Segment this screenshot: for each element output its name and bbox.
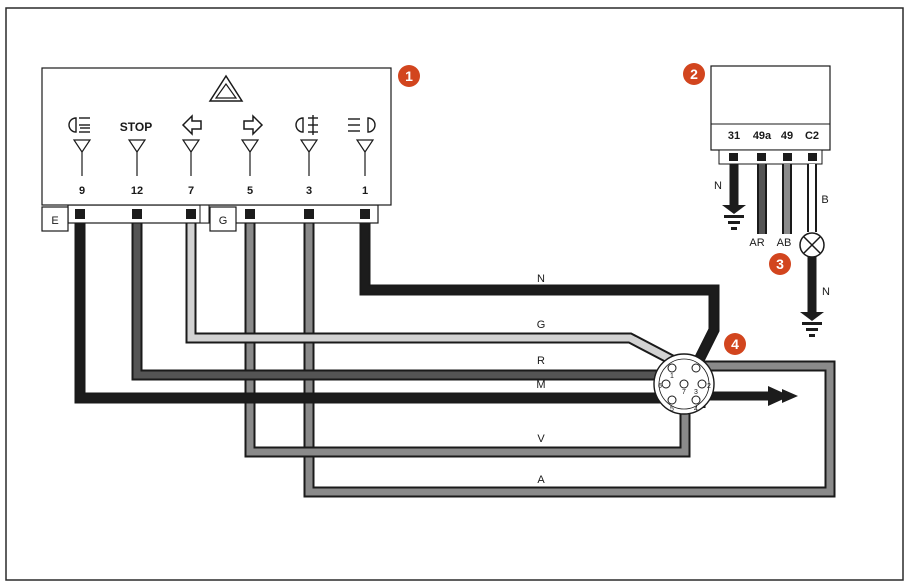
relay-pin-31: 31 (728, 130, 740, 142)
svg-text:1: 1 (405, 68, 413, 84)
wire-R (131, 212, 668, 381)
badge-1: 1 (398, 65, 420, 87)
socket-pin-7: 7 (682, 389, 686, 396)
wire-label-A: A (537, 474, 545, 486)
pin-label-1: 1 (362, 185, 368, 197)
relay-wire-N (722, 164, 746, 230)
stop-label: STOP (120, 120, 152, 134)
lamp-icon (799, 232, 825, 258)
svg-text:4: 4 (731, 336, 739, 352)
badge-4: 4 (724, 333, 746, 355)
headlight-icon (348, 117, 376, 133)
wire-G (185, 212, 675, 365)
relay-pin-numbers: 31 49a 49 C2 (728, 130, 819, 142)
rear-fog-icon (68, 117, 90, 133)
socket-pin-2: 2 (707, 383, 711, 390)
connector-tag-E (41, 206, 69, 232)
relay-wire-AR-label: AR (749, 237, 764, 249)
wire-label-V: V (537, 433, 545, 445)
output-arrow-icon (768, 386, 790, 406)
badge-3: 3 (769, 253, 791, 275)
socket-pin-6: 6 (658, 383, 662, 390)
lamp-wire-N-label: N (822, 286, 830, 298)
wire-label-R: R (537, 355, 545, 367)
pin-label-7: 7 (188, 185, 194, 197)
pin-label-9: 9 (79, 185, 85, 197)
connector-tag-G (209, 206, 237, 232)
pin-symbols (72, 139, 375, 176)
socket-pin-5: 5 (670, 406, 674, 413)
relay-wire-B-label: B (821, 194, 828, 206)
relay-pin-49a: 49a (753, 130, 772, 142)
relay-connector (718, 149, 823, 165)
left-arrow-icon (181, 114, 202, 136)
connector-tag-G-label: G (219, 215, 228, 227)
wire-label-N: N (537, 273, 545, 285)
ground-icon (800, 312, 824, 321)
lamp-wire-N (800, 257, 824, 337)
socket-pin-3: 3 (694, 389, 698, 396)
wire-label-G: G (537, 319, 546, 331)
wire-V (244, 212, 691, 458)
svg-text:2: 2 (690, 66, 698, 82)
socket-pin-4: 4 (694, 406, 698, 413)
ground-icon (722, 205, 746, 214)
relay-pin-C2: C2 (805, 130, 819, 142)
socket-pin-1: 1 (670, 373, 674, 380)
wire-M (74, 212, 668, 404)
pin-label-5: 5 (247, 185, 253, 197)
badge-2: 2 (683, 63, 705, 85)
svg-text:3: 3 (776, 256, 784, 272)
relay-wire-N-label: N (714, 180, 722, 192)
hazard-triangle-icon (208, 74, 244, 102)
front-fog-icon (295, 115, 318, 135)
pin-label-12: 12 (131, 185, 143, 197)
trailer-socket: 1 2 3 4 5 6 7 (653, 353, 715, 415)
relay-pin-49: 49 (781, 130, 793, 142)
wire-labels: N G R M V A (536, 273, 545, 486)
relay-box (710, 65, 831, 151)
switch-pin-numbers: 9 12 7 5 3 1 (79, 185, 368, 197)
wire-label-M: M (536, 379, 545, 391)
relay-wire-AB-label: AB (777, 237, 792, 249)
switch-unit (41, 67, 392, 206)
right-arrow-icon (243, 114, 264, 136)
connector-tag-E-label: E (51, 215, 58, 227)
pin-label-3: 3 (306, 185, 312, 197)
wire-N (359, 212, 720, 385)
connector-contacts (75, 209, 370, 219)
